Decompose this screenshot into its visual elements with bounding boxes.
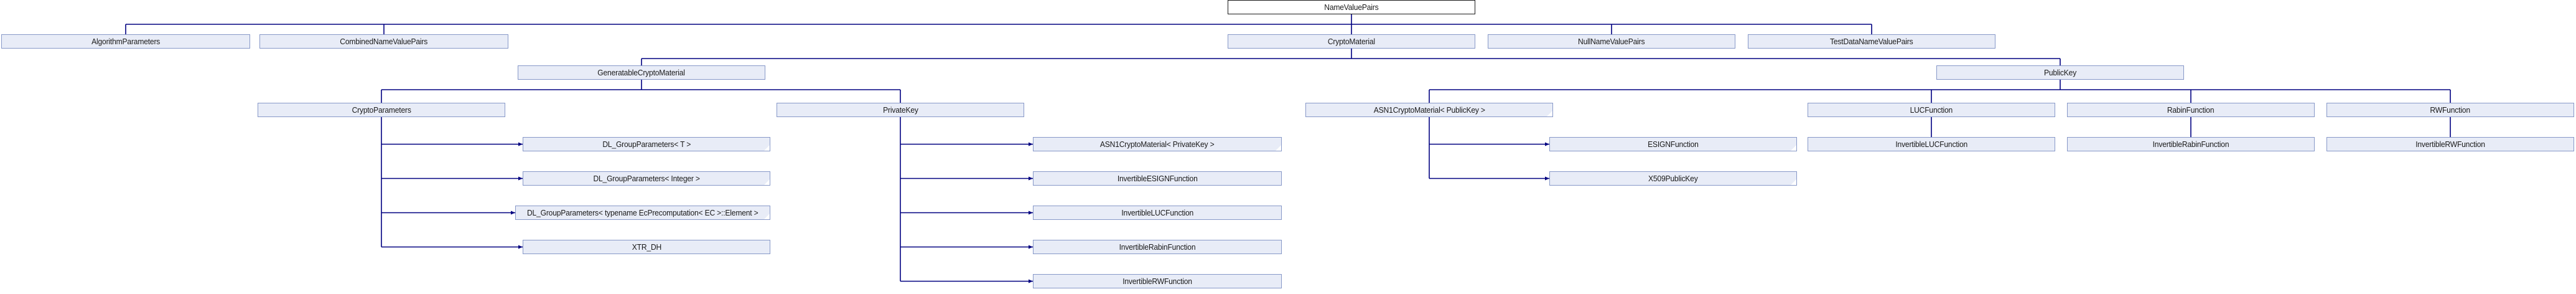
class-node-label: PrivateKey <box>882 105 918 115</box>
class-node-invertiblelucfunction_b[interactable]: InvertibleLUCFunction <box>1033 206 1282 220</box>
class-node-xtr_dh[interactable]: XTR_DH <box>523 240 770 254</box>
class-node-label: InvertibleRWFunction <box>1122 277 1192 286</box>
inheritance-arrowhead <box>1545 176 1549 181</box>
class-node-rabinfunction[interactable]: RabinFunction <box>2067 103 2315 117</box>
inheritance-arrowhead <box>1029 211 1033 215</box>
class-node-label: TestDataNameValuePairs <box>1830 37 1913 46</box>
class-node-label: XTR_DH <box>632 242 661 252</box>
class-node-x509publickey[interactable]: X509PublicKey <box>1549 171 1797 186</box>
class-node-dl_groupparameters_ec[interactable]: DL_GroupParameters< typename EcPrecomput… <box>515 206 770 220</box>
class-node-label: InvertibleRabinFunction <box>1119 242 1196 252</box>
inheritance-arrowhead <box>518 142 523 146</box>
class-node-label: RWFunction <box>2430 105 2471 115</box>
inheritance-arrowhead <box>1029 142 1033 146</box>
class-node-privatekey[interactable]: PrivateKey <box>777 103 1024 117</box>
class-node-esignfunction[interactable]: ESIGNFunction <box>1549 137 1797 151</box>
class-node-invertiblelucfunction_a[interactable]: InvertibleLUCFunction <box>1808 137 2055 151</box>
class-node-algorithmparameters[interactable]: AlgorithmParameters <box>1 34 250 49</box>
class-node-label: GeneratableCryptoMaterial <box>597 68 686 77</box>
class-node-publickey[interactable]: PublicKey <box>1936 65 2184 80</box>
class-node-label: InvertibleRabinFunction <box>2152 140 2229 149</box>
class-node-label: InvertibleESIGNFunction <box>1117 174 1198 183</box>
inheritance-arrowhead <box>518 176 523 181</box>
class-node-label: AlgorithmParameters <box>91 37 161 46</box>
class-node-label: DL_GroupParameters< typename EcPrecomput… <box>527 208 758 217</box>
class-node-label: InvertibleRWFunction <box>2415 140 2485 149</box>
class-node-label: InvertibleLUCFunction <box>1121 208 1193 217</box>
class-node-label: DL_GroupParameters< T > <box>602 140 691 149</box>
class-node-dl_groupparameters_int[interactable]: DL_GroupParameters< Integer > <box>523 171 770 186</box>
class-node-label: ASN1CryptoMaterial< PublicKey > <box>1373 105 1485 115</box>
class-node-nullnamevaluepairs[interactable]: NullNameValuePairs <box>1488 34 1735 49</box>
class-node-invertiblerabinfunction_b[interactable]: InvertibleRabinFunction <box>1033 240 1282 254</box>
inheritance-arrowhead <box>1029 176 1033 181</box>
class-node-label: ESIGNFunction <box>1648 140 1699 149</box>
class-node-combinednamevaluepairs[interactable]: CombinedNameValuePairs <box>259 34 508 49</box>
class-node-label: CombinedNameValuePairs <box>340 37 428 46</box>
inheritance-arrowhead <box>518 245 523 249</box>
class-node-asn1cryptomaterial_priv[interactable]: ASN1CryptoMaterial< PrivateKey > <box>1033 137 1282 151</box>
class-node-label: CryptoParameters <box>352 105 411 115</box>
inheritance-arrowhead <box>1029 279 1033 283</box>
class-node-dl_groupparameters_t[interactable]: DL_GroupParameters< T > <box>523 137 770 151</box>
class-node-label: NullNameValuePairs <box>1578 37 1645 46</box>
class-node-label: InvertibleLUCFunction <box>1895 140 1967 149</box>
class-node-testdatanamevaluepairs[interactable]: TestDataNameValuePairs <box>1748 34 1995 49</box>
class-node-lucfunction[interactable]: LUCFunction <box>1808 103 2055 117</box>
inheritance-arrowhead <box>1545 142 1549 146</box>
class-node-invertiblerabinfunction_a[interactable]: InvertibleRabinFunction <box>2067 137 2315 151</box>
class-node-label: CryptoMaterial <box>1327 37 1375 46</box>
class-node-label: X509PublicKey <box>1648 174 1698 183</box>
class-node-label: LUCFunction <box>1910 105 1953 115</box>
class-node-label: NameValuePairs <box>1324 2 1379 12</box>
inheritance-arrowhead <box>511 211 515 215</box>
class-node-invertiblerwfunction_b[interactable]: InvertibleRWFunction <box>1033 274 1282 288</box>
inheritance-arrowhead <box>1029 245 1033 249</box>
class-node-generatablecryptomaterial[interactable]: GeneratableCryptoMaterial <box>518 65 765 80</box>
class-node-asn1cryptomaterial_pub[interactable]: ASN1CryptoMaterial< PublicKey > <box>1305 103 1553 117</box>
class-node-label: PublicKey <box>2043 68 2077 77</box>
class-node-rwfunction[interactable]: RWFunction <box>2326 103 2574 117</box>
class-node-invertibleesignfunction[interactable]: InvertibleESIGNFunction <box>1033 171 1282 186</box>
class-node-label: ASN1CryptoMaterial< PrivateKey > <box>1100 140 1215 149</box>
class-node-label: DL_GroupParameters< Integer > <box>593 174 700 183</box>
class-node-invertiblerwfunction_a[interactable]: InvertibleRWFunction <box>2326 137 2574 151</box>
class-node-label: RabinFunction <box>2167 105 2214 115</box>
class-node-namevaluepairs[interactable]: NameValuePairs <box>1228 0 1475 14</box>
class-node-cryptoparameters[interactable]: CryptoParameters <box>258 103 505 117</box>
class-node-cryptomaterial[interactable]: CryptoMaterial <box>1228 34 1475 49</box>
